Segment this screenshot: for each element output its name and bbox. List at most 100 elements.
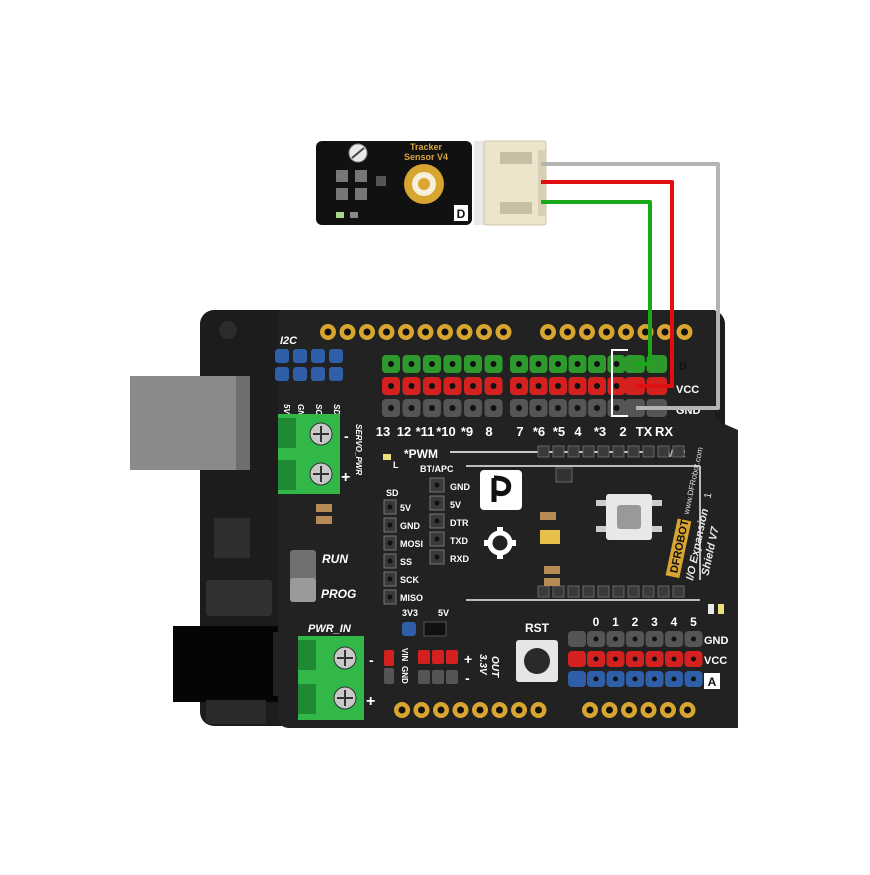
bee-socket-pin [537,585,550,598]
out-minus-label: - [465,670,470,686]
bt-pin-label: TXD [450,536,469,546]
sd-pin-label: MOSI [400,539,423,549]
bee-socket-pin [612,585,625,598]
i2c-header-pin [311,367,325,381]
analog-row-label-vcc: VCC [704,655,727,667]
i2c-pin-label: SDA [332,404,341,421]
pwr-in-label: PWR_IN [308,623,352,635]
sd-pin-label: GND [400,521,421,531]
analog-pin-label: 2 [632,615,639,629]
i2c-header-pin [329,367,343,381]
analog-header-pin [568,671,586,687]
analog-pin-label: 0 [593,615,600,629]
digital-row-label-d: D [679,361,687,373]
digital-pin-label: 12 [397,424,411,439]
digital-pin-label: 8 [485,424,492,439]
i2c-pin-label: SCL [314,404,323,420]
analog-pin-label: 1 [612,615,619,629]
analog-header-pin [568,651,586,667]
bee-socket-pin [642,585,655,598]
wires [541,162,720,410]
digital-pin-header [382,355,667,417]
voltage-jumper[interactable] [402,622,416,636]
v5-label: 5V [438,608,449,618]
digital-header-pin [625,377,643,395]
bee-socket-pin [552,445,565,458]
analog-pin-label: 4 [671,615,678,629]
bee-socket-pin [657,585,670,598]
digital-pin-label: RX [655,424,673,439]
led-l-label: L [393,460,399,470]
i2c-header [275,349,343,381]
bee-socket-pin [597,585,610,598]
pwm-label: *PWM [404,447,438,461]
top-gold-headers [320,324,693,340]
digital-pin-label: 7 [516,424,523,439]
sensor-title-line1: Tracker [410,142,443,152]
bee-socket-pin [642,445,655,458]
digital-header-pin [625,399,643,417]
bee-socket-pin [612,445,625,458]
bee-socket-pin [627,585,640,598]
servo-pwr-label: SERVO_PWR [354,424,363,475]
dfrobot-logo-icon [480,470,522,510]
sd-pin-label: SS [400,557,412,567]
bee-socket-pin [537,445,550,458]
bee-socket-pin [582,445,595,458]
sd-pin-label: 5V [400,503,411,513]
run-label: RUN [322,552,348,566]
i2c-pin-label: 5V [282,404,291,414]
sensor-led [336,212,344,218]
i2c-header-pin [293,367,307,381]
digital-pin-label: TX [636,424,653,439]
servo-power-terminal [278,414,340,494]
digital-pin-label: *5 [553,424,565,439]
sensor-type-badge [454,205,468,221]
i2c-header-pin [293,349,307,363]
gnd-small-label: GND [400,666,409,684]
i2c-header-pin [311,349,325,363]
servo-plus-label: + [341,469,350,486]
digital-pin-label: 4 [574,424,582,439]
bt-pin-label: RXD [450,554,470,564]
digital-header-pin [649,355,667,373]
bee-socket [466,445,701,601]
sensor-type-label: D [457,207,466,221]
reset-button[interactable] [516,640,558,682]
digital-pin-label: *11 [416,424,435,439]
i2c-header-pin [275,349,289,363]
gnd-wire [541,162,720,410]
model-num: 1 [703,491,715,499]
digital-pin-label: 13 [376,424,390,439]
tracker-sensor: Tracker Sensor V4 D [316,140,547,226]
out-3v3-label-line2: OUT [489,656,500,678]
vin-label: VIN [400,648,409,662]
bt-apc-header [429,477,445,565]
analog-row-label-gnd: GND [704,635,729,647]
out-plus-label: + [464,651,472,667]
pwr-in-minus-label: - [369,652,374,668]
out-3v3-label-line1: 3.3V [477,654,488,676]
i2c-pin-label: GND [296,404,305,422]
analog-pin-label: 3 [651,615,658,629]
bottom-gold-headers [394,702,696,718]
signal-wire [541,200,652,366]
sensor-title-line2: Sensor V4 [404,152,448,162]
digital-pin-label: *10 [436,424,456,439]
analog-header-pin [568,631,586,647]
i2c-header-pin [329,349,343,363]
bee-socket-pin [582,585,595,598]
analog-pin-header [568,631,703,687]
bee-socket-pin [672,445,685,458]
digital-header-pin [625,355,643,373]
i2c-header-pin [275,367,289,381]
led-l [383,454,391,460]
digital-pin-label: *9 [461,424,473,439]
bee-socket-pin [657,445,670,458]
sd-header [383,499,397,605]
analog-row-label-a: A [708,675,717,689]
